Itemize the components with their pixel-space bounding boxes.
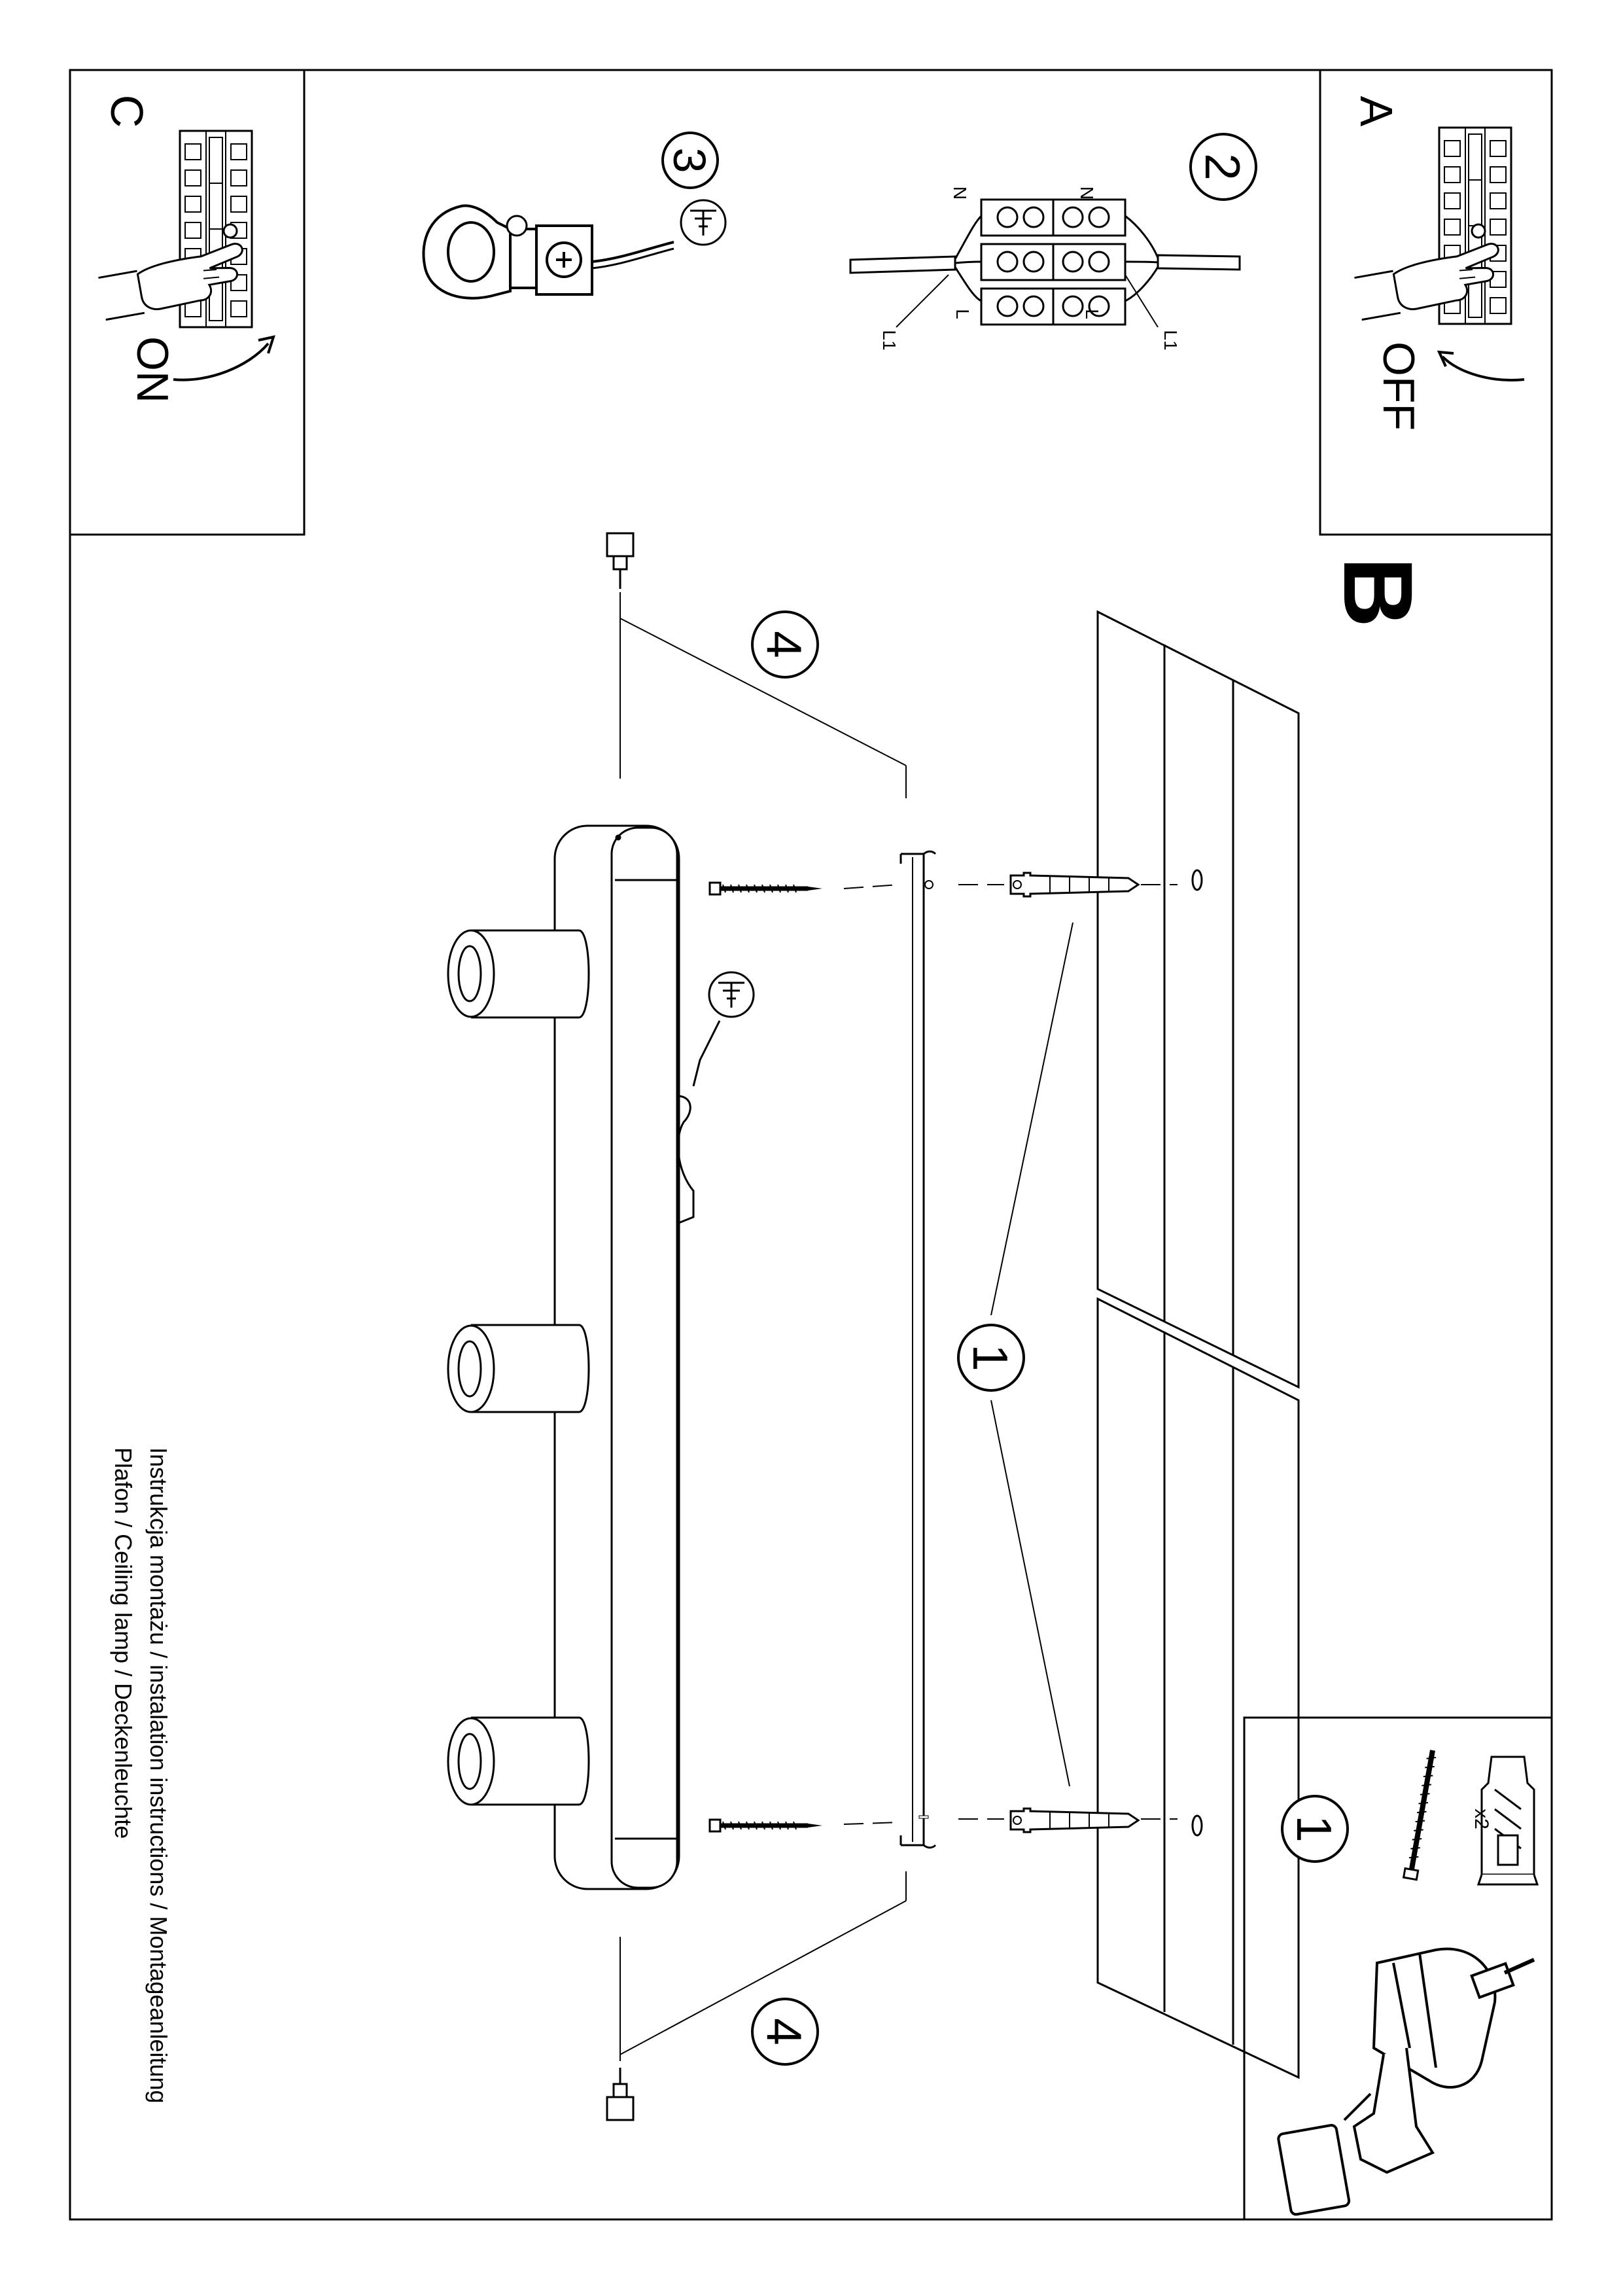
panel-b-letter: B	[1323, 557, 1433, 627]
panel-c-letter: C	[101, 95, 152, 128]
mounting-bracket	[899, 850, 937, 1849]
screw-bottom	[710, 1820, 822, 1831]
step-1-leaders	[990, 922, 1073, 1787]
end-screw-bottom	[606, 2068, 635, 2121]
parts-screw	[1402, 1750, 1437, 1881]
wall-plug-top	[1009, 872, 1140, 898]
wire-l-right: L	[1082, 309, 1102, 319]
panel-a-state: OFF	[1374, 342, 1423, 431]
lamp-spot-1	[447, 929, 590, 1019]
end-screw-top	[606, 532, 635, 589]
lamp-spot-3	[447, 1716, 590, 1806]
page-frame	[69, 69, 1553, 2221]
lamp-spot-2	[447, 1324, 590, 1413]
step-1-number: 1	[963, 1344, 1018, 1371]
switch-off-arrow	[1441, 355, 1525, 381]
panel-a-letter: A	[1351, 96, 1402, 127]
panel-c: C ON	[69, 69, 305, 536]
drill-icon	[1277, 1947, 1535, 2216]
wire-n-right: N	[1077, 186, 1097, 200]
wire-l-left: L	[952, 309, 973, 319]
parts-wall-plug	[1476, 1756, 1539, 1886]
ceiling-boards	[1096, 610, 1300, 2079]
switch-on-arrow	[173, 342, 270, 381]
parts-step-number: 1	[1287, 1815, 1342, 1843]
ground-icon	[680, 199, 727, 246]
parts-quantity: x2	[1471, 1809, 1492, 1829]
screw-top	[710, 883, 822, 894]
wire-l1-right: L1	[1161, 330, 1181, 350]
panel-c-state: ON	[128, 336, 177, 403]
step-3-ground-detail: 3	[422, 132, 727, 300]
parts-panel: 1 x2	[1243, 1716, 1553, 2221]
step-3-number: 3	[664, 148, 715, 173]
wire-l1-left: L1	[879, 330, 899, 350]
step-2-number: 2	[1195, 153, 1250, 181]
panel-a: A OFF	[1319, 69, 1553, 536]
wire-n-left: N	[950, 186, 970, 200]
step-4-number-bottom: 4	[757, 2018, 812, 2045]
step-2-wiring-detail: 2 N N L L L1 L1	[849, 133, 1257, 351]
step-4-number-top: 4	[757, 631, 812, 658]
caption: Instrukcja montażu / instalation instruc…	[110, 1447, 172, 2104]
caption-line-1: Instrukcja montażu / instalation instruc…	[145, 1447, 172, 2104]
wall-plug-bottom	[1009, 1807, 1140, 1833]
caption-line-2: Plafon / Ceiling lamp / Deckenleuchte	[110, 1447, 137, 1839]
ground-wire	[676, 1095, 695, 1225]
lamp-ground-icon	[708, 971, 755, 1018]
step-4-leaders	[620, 592, 907, 2061]
